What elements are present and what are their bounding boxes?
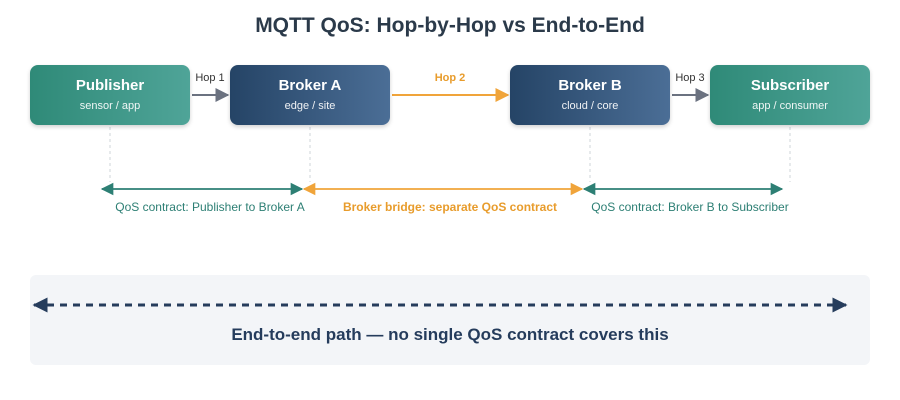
contract-1-label: QoS contract: Publisher to Broker A bbox=[115, 200, 305, 214]
node-role: sensor / app bbox=[79, 100, 141, 112]
node-name: Subscriber bbox=[750, 77, 830, 94]
node-subscriber: Subscriber app / consumer bbox=[710, 65, 870, 125]
hop-2-label: Hop 2 bbox=[434, 72, 466, 84]
hop-3-label: Hop 3 bbox=[675, 72, 705, 84]
node-name: Publisher bbox=[75, 77, 145, 94]
end-to-end-panel bbox=[30, 275, 870, 365]
hop-1-label: Hop 1 bbox=[195, 72, 225, 84]
node-broker-a: Broker A edge / site bbox=[230, 65, 390, 125]
node-name: Broker A bbox=[278, 77, 342, 94]
diagram-title: MQTT QoS: Hop-by-Hop vs End-to-End bbox=[255, 14, 645, 37]
end-to-end-label: End-to-end path — no single QoS contract… bbox=[231, 325, 669, 344]
node-broker-b: Broker B cloud / core bbox=[510, 65, 670, 125]
node-name: Broker B bbox=[558, 77, 622, 94]
contract-3-label: QoS contract: Broker B to Subscriber bbox=[591, 200, 789, 214]
node-role: cloud / core bbox=[561, 100, 619, 112]
node-role: app / consumer bbox=[752, 100, 828, 112]
contract-2-label: Broker bridge: separate QoS contract bbox=[342, 200, 558, 214]
node-role: edge / site bbox=[284, 100, 336, 112]
node-publisher: Publisher sensor / app bbox=[30, 65, 190, 125]
